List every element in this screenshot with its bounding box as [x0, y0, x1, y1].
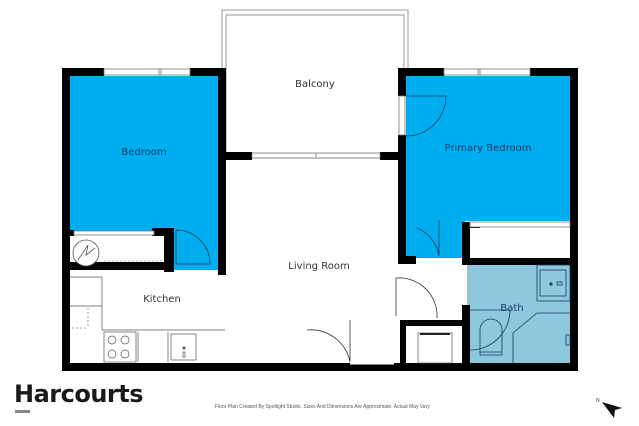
brand-logo: Harcourts — [14, 380, 144, 408]
disclaimer-text: Floor Plan Created By Spotlight Studio. … — [215, 404, 430, 410]
room-label-living-room: Living Room — [288, 261, 349, 272]
primary-bedroom-area — [406, 76, 570, 221]
bedroom-area — [69, 76, 218, 231]
walls — [62, 68, 578, 371]
bath-fixtures — [479, 264, 571, 363]
room-label-bath: Bath — [500, 303, 523, 314]
doors — [175, 95, 511, 351]
room-label-balcony: Balcony — [295, 79, 335, 90]
kitchen-dashed — [72, 308, 89, 329]
balcony — [221, 9, 409, 159]
room-label-primary-bedroom: Primary Bedroom — [444, 143, 531, 154]
kitchen-fixtures — [70, 276, 225, 363]
primary-bedroom-door-area — [406, 220, 465, 258]
laundry-unit — [417, 332, 453, 364]
room-label-bedroom: Bedroom — [121, 147, 166, 158]
windows — [103, 68, 531, 159]
closet-doors — [73, 221, 571, 236]
north-arrow-icon: N — [596, 398, 622, 418]
north-label: N — [596, 398, 600, 404]
doors-living — [306, 277, 438, 365]
brand-underline — [15, 410, 30, 413]
room-label-kitchen: Kitchen — [143, 294, 181, 305]
